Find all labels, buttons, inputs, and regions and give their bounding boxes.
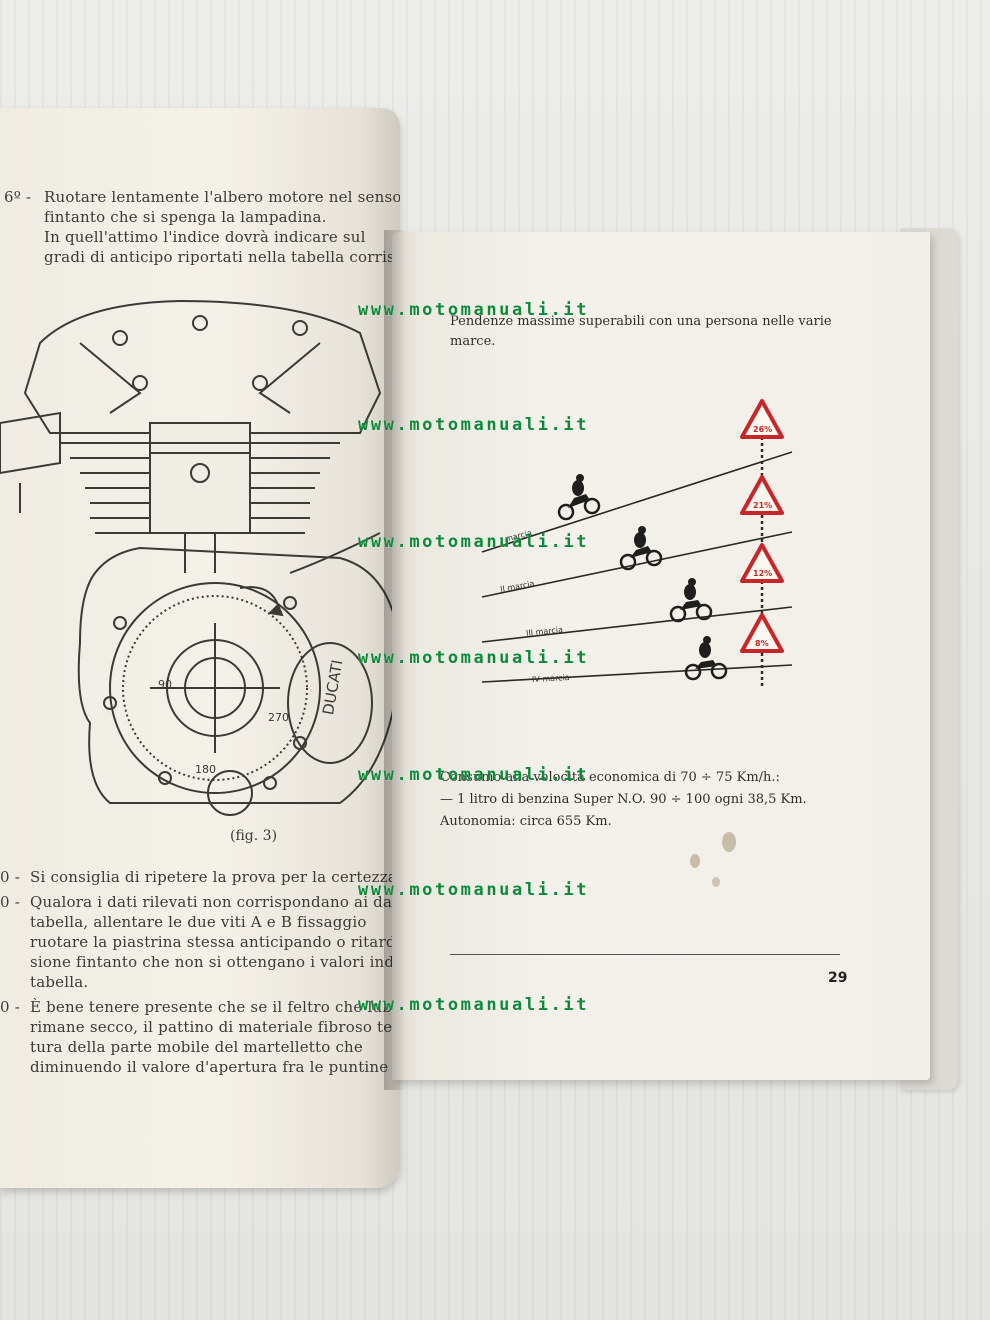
motorcycle-rider-icon: [619, 526, 663, 571]
engine-cross-section-illustration: 90 270 180 DUCATI: [0, 299, 400, 816]
consumption-line: — 1 litro di benzina Super N.O. 90 ÷ 100…: [440, 792, 807, 807]
slope-line-gear-4: [481, 664, 793, 683]
note-line: È bene tenere presente che se il feltro …: [30, 998, 400, 1016]
slope-heading-line: marce.: [450, 334, 496, 349]
note-line: tura della parte mobile del martelletto …: [30, 1038, 363, 1056]
watermark-text: www.motomanuali.it: [358, 648, 590, 668]
watermark-text: www.motomanuali.it: [358, 765, 590, 785]
paragraph-6-line: fintanto che si spenga la lampadina.: [44, 208, 327, 226]
slope-line-gear-3: [481, 606, 793, 643]
grade-label: 21%: [753, 501, 773, 510]
note-line: tabella.: [30, 973, 89, 991]
book-gutter-shadow: [384, 230, 406, 1090]
note-marker: 0 -: [0, 893, 20, 911]
note-line: rimane secco, il pattino di materiale fi…: [30, 1018, 400, 1036]
dial-mark-270: 270: [268, 711, 289, 724]
slope-line-gear-2: [481, 531, 793, 598]
watermark-text: www.motomanuali.it: [358, 532, 590, 552]
page-stain: [722, 832, 736, 852]
paragraph-6-line: In quell'attimo l'indice dovrà indicare …: [44, 228, 366, 246]
right-page: Pendenze massime superabili con una pers…: [392, 232, 930, 1080]
page-number: 29: [828, 970, 848, 986]
note-marker: 0 -: [0, 868, 20, 886]
dial-mark-90: 90: [158, 678, 172, 691]
consumption-line: Consumo alla velocità economica di 70 ÷ …: [440, 770, 780, 785]
figure-caption: (fig. 3): [230, 828, 278, 844]
note-line: diminuendo il valore d'apertura fra le p…: [30, 1058, 389, 1076]
page-stain: [690, 854, 700, 868]
gradient-diagram: [481, 399, 793, 687]
watermark-text: www.motomanuali.it: [358, 300, 590, 320]
warning-sign-icon: [740, 613, 784, 653]
slope-heading-line: Pendenze massime superabili con una pers…: [450, 314, 832, 329]
dial-mark-180: 180: [195, 763, 216, 776]
paragraph-6-line: Ruotare lentamente l'albero motore nel s…: [44, 188, 400, 206]
warning-sign-icon: [740, 543, 784, 583]
note-marker: 0 -: [0, 998, 20, 1016]
paragraph-6-line: gradi di anticipo riportati nella tabell…: [44, 248, 400, 266]
note-line: tabella, allentare le due viti A e B fis…: [30, 913, 367, 931]
grade-label: 12%: [753, 569, 773, 578]
warning-sign-icon: [740, 399, 784, 439]
grade-label: 8%: [755, 639, 769, 648]
footer-rule: [450, 954, 840, 955]
paragraph-6-marker: 6º -: [4, 188, 32, 206]
note-line: Qualora i dati rilevati non corrispondan…: [30, 893, 400, 911]
watermark-text: www.motomanuali.it: [358, 415, 590, 435]
watermark-text: www.motomanuali.it: [358, 995, 590, 1015]
note-line: ruotare la piastrina stessa anticipando …: [30, 933, 400, 951]
motorcycle-rider-icon: [669, 578, 713, 623]
note-line: Si consiglia di ripetere la prova per la…: [30, 868, 400, 886]
left-page: 6º - Ruotare lentamente l'albero motore …: [0, 108, 400, 1188]
motorcycle-rider-icon: [557, 474, 601, 521]
page-stain: [712, 877, 720, 887]
slope-line-gear-1: [481, 451, 793, 553]
consumption-line: Autonomia: circa 655 Km.: [440, 814, 612, 829]
note-line: sione fintanto che non si ottengano i va…: [30, 953, 400, 971]
watermark-text: www.motomanuali.it: [358, 880, 590, 900]
warning-sign-icon: [740, 475, 784, 515]
ducati-logo-text: DUCATI: [319, 658, 346, 716]
motorcycle-rider-icon: [684, 636, 728, 681]
grade-label: 26%: [753, 425, 773, 434]
